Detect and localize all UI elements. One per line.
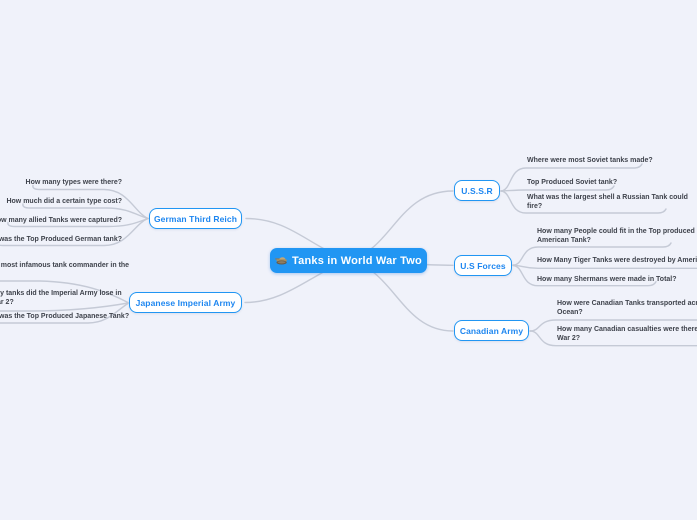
topic-line: How much did a certain type cost? bbox=[6, 198, 122, 205]
root-node-label: Tanks in World War Two bbox=[292, 254, 422, 267]
topic-us-shermans[interactable]: How many Shermans were made in Total? bbox=[537, 276, 677, 285]
root-node[interactable]: Tanks in World War Two bbox=[270, 248, 427, 273]
topic-line: What was the Top Produced German tank? bbox=[0, 236, 122, 243]
branch-node-us-forces[interactable]: U.S Forces bbox=[454, 255, 512, 276]
topic-canada-transport[interactable]: How were Canadian Tanks transported acro… bbox=[557, 300, 697, 317]
connector-path bbox=[22, 203, 149, 220]
topic-japanese-top-produced[interactable]: What was the Top Produced Japanese Tank? bbox=[0, 313, 129, 322]
topic-line: war? bbox=[0, 271, 129, 280]
topic-line: War 2? bbox=[557, 334, 581, 342]
connector-path bbox=[0, 302, 129, 312]
topic-line: How Many Tiger Tanks were destroyed by A… bbox=[537, 257, 697, 264]
branch-node-canadian-army[interactable]: Canadian Army bbox=[454, 320, 529, 341]
topic-line: Ocean? bbox=[557, 308, 583, 316]
topic-german-types[interactable]: How many types were there? bbox=[26, 179, 122, 188]
topic-line: What was the largest shell a Russian Tan… bbox=[527, 194, 688, 201]
topic-us-tiger-tanks[interactable]: How Many Tiger Tanks were destroyed by A… bbox=[537, 257, 697, 266]
connector-path bbox=[0, 280, 129, 304]
connector-path bbox=[512, 264, 697, 269]
tank-icon bbox=[275, 256, 288, 265]
connector-path bbox=[500, 163, 643, 192]
connector-path bbox=[500, 190, 667, 214]
connector-path bbox=[512, 242, 672, 266]
topic-canada-casualties[interactable]: How many Canadian casualties were there … bbox=[557, 326, 697, 343]
topic-ussr-made[interactable]: Where were most Soviet tanks made? bbox=[527, 157, 653, 166]
topic-ussr-largest-shell[interactable]: What was the largest shell a Russian Tan… bbox=[527, 194, 688, 211]
connector-path bbox=[0, 217, 149, 247]
topic-line: What was the Top Produced Japanese Tank? bbox=[0, 313, 130, 320]
branch-label: U.S.S.R bbox=[461, 185, 493, 196]
topic-german-top-produced[interactable]: What was the Top Produced German tank? bbox=[0, 236, 122, 245]
branch-node-ussr[interactable]: U.S.S.R bbox=[454, 180, 500, 201]
topic-line: How many Canadian casualties were there … bbox=[557, 326, 697, 333]
topic-german-cost[interactable]: How much did a certain type cost? bbox=[6, 198, 122, 207]
branch-label: German Third Reich bbox=[153, 213, 238, 224]
topic-line: How many Shermans were made in Total? bbox=[537, 276, 677, 283]
branch-label: Japanese Imperial Army bbox=[135, 297, 236, 308]
topic-line: American Tank? bbox=[537, 236, 591, 244]
topic-japanese-commander[interactable]: Who was the most infamous tank commander… bbox=[0, 262, 129, 279]
connector-path bbox=[32, 184, 149, 220]
branch-label: U.S Forces bbox=[460, 260, 506, 271]
topic-line: How many allied Tanks were captured? bbox=[0, 217, 122, 224]
branch-node-german-third-reich[interactable]: German Third Reich bbox=[149, 208, 242, 229]
connector-path bbox=[529, 330, 697, 347]
topic-line: fire? bbox=[527, 202, 543, 210]
topic-line: How many tanks did the Imperial Army los… bbox=[0, 290, 122, 297]
topic-line: How many types were there? bbox=[25, 179, 122, 186]
topic-line: How many People could fit in the Top pro… bbox=[537, 228, 695, 235]
topic-line: How were Canadian Tanks transported acro… bbox=[557, 300, 697, 307]
topic-german-captured[interactable]: How many allied Tanks were captured? bbox=[0, 217, 122, 226]
topic-line: Where were most Soviet tanks made? bbox=[527, 157, 653, 164]
connector-path bbox=[7, 217, 149, 228]
connector-path bbox=[500, 185, 615, 192]
connector-path bbox=[512, 264, 657, 287]
topic-line: Who was the most infamous tank commander… bbox=[0, 262, 130, 269]
branch-label: Canadian Army bbox=[459, 325, 524, 336]
topic-japanese-losses[interactable]: How many tanks did the Imperial Army los… bbox=[0, 290, 122, 307]
connector-path bbox=[0, 302, 129, 324]
connector-path bbox=[529, 319, 697, 332]
branch-node-japanese-imperial-army[interactable]: Japanese Imperial Army bbox=[129, 292, 242, 313]
topic-line: Top Produced Soviet tank? bbox=[527, 179, 618, 186]
topic-ussr-top-produced[interactable]: Top Produced Soviet tank? bbox=[527, 179, 617, 188]
topic-us-people-fit[interactable]: How many People could fit in the Top pro… bbox=[537, 228, 695, 245]
topic-line: World War 2? bbox=[0, 298, 14, 306]
